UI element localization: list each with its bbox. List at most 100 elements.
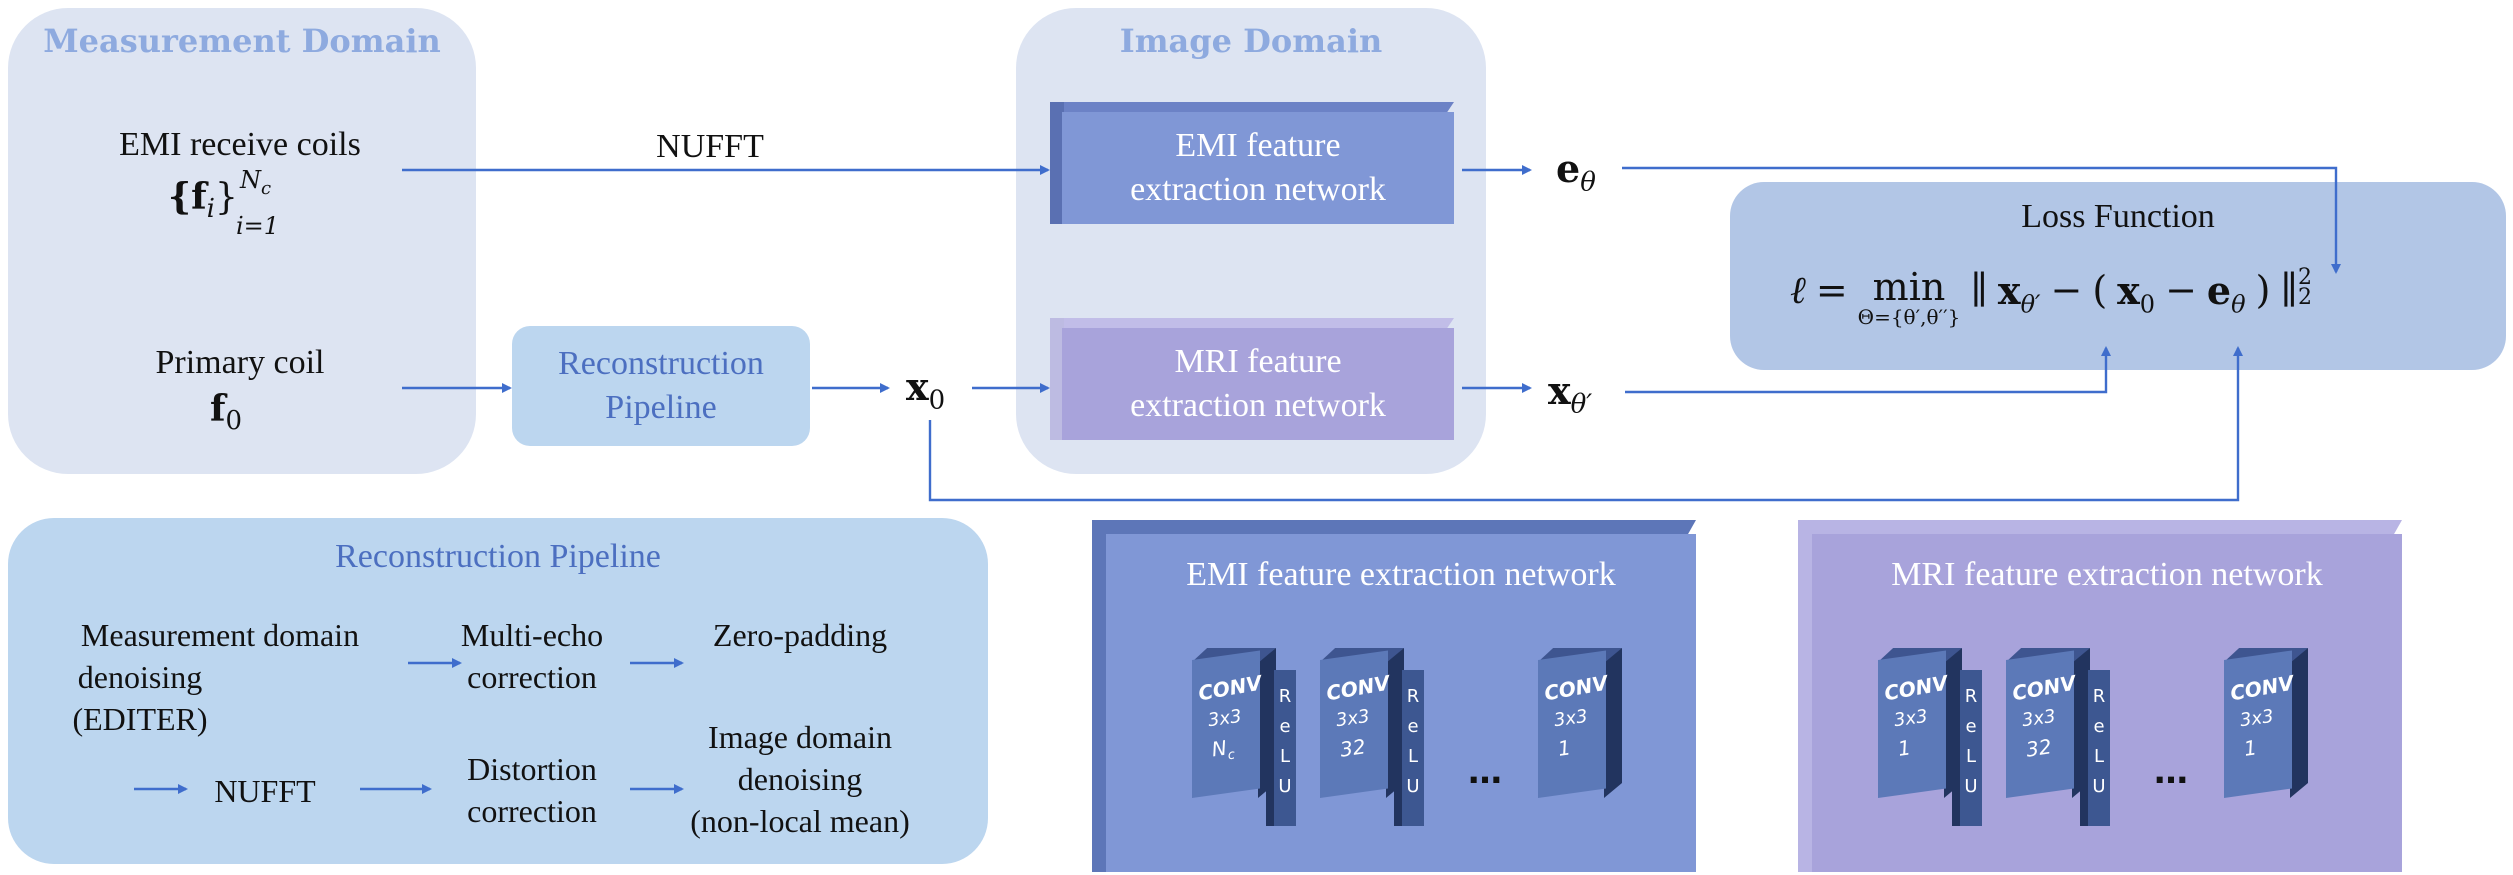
step-zero-padding: Zero-padding bbox=[712, 617, 888, 653]
emi-coils-symbol: {fi} bbox=[168, 176, 238, 225]
mri-relu-side-2 bbox=[2080, 666, 2090, 826]
emi-channel-label-1: Nc bbox=[1210, 735, 1236, 764]
mri-relu-letter-1-3: L bbox=[1965, 746, 1977, 767]
measurement-domain-title: Measurement Domain bbox=[43, 22, 441, 60]
emi-box-line2: extraction network bbox=[1130, 171, 1386, 208]
mri-conv-block-3 bbox=[2224, 648, 2308, 798]
emi-coils-label: EMI receive coils bbox=[119, 126, 361, 163]
step-image-domain-line3: (non-local mean) bbox=[690, 803, 910, 839]
mri-relu-letter-2-1: R bbox=[2092, 686, 2106, 707]
loss-x0: x0 bbox=[2117, 268, 2156, 319]
reconstruction-pipeline-box: Reconstruction Pipeline bbox=[512, 326, 810, 446]
mri-detail-side-face bbox=[1798, 520, 1814, 872]
arrow-x-theta-prime-to-loss bbox=[1625, 346, 2111, 394]
step-measurement-domain-line3: (EDITER) bbox=[72, 701, 208, 737]
loss-paren-close: ) bbox=[2255, 268, 2271, 312]
mri-relu-letter-1-2: e bbox=[1965, 716, 1977, 737]
measurement-domain-panel bbox=[8, 8, 476, 474]
loss-minus-1: − bbox=[2050, 268, 2083, 312]
emi-relu-letter-2-4: U bbox=[1406, 776, 1420, 797]
arrow-e-theta-to-loss bbox=[1622, 166, 2341, 274]
emi-box-line1: EMI feature bbox=[1175, 127, 1341, 164]
emi-relu-letter-2-1: R bbox=[1406, 686, 1420, 707]
emi-box-side-face bbox=[1050, 102, 1064, 224]
step-image-domain-line1: Image domain bbox=[708, 719, 892, 755]
mri-relu-letter-1-4: U bbox=[1964, 776, 1978, 797]
mri-relu-block-2 bbox=[2080, 666, 2112, 826]
mri-channel-label-2: 32 bbox=[2024, 734, 2053, 762]
emi-box-top-face bbox=[1050, 102, 1454, 114]
loss-eq: = bbox=[1815, 268, 1848, 312]
emi-relu-block-2 bbox=[1394, 666, 1426, 826]
mri-relu-letter-2-3: L bbox=[2093, 746, 2105, 767]
emi-coils-superscript: Nc bbox=[240, 166, 272, 199]
arrow-x0-to-loss bbox=[928, 346, 2243, 502]
step-image-domain-line2: denoising bbox=[737, 761, 863, 797]
step-nufft: NUFFT bbox=[214, 773, 316, 809]
emi-relu-block-1 bbox=[1266, 666, 1298, 826]
e-theta-symbol: eθ bbox=[1556, 146, 1596, 198]
step-distortion-line1: Distortion bbox=[467, 751, 597, 787]
loss-x-theta: xθ′ bbox=[1997, 268, 2041, 319]
mri-box-top-face bbox=[1050, 318, 1454, 330]
emi-relu-front-1 bbox=[1274, 670, 1296, 826]
loss-equation: ℓ = min Θ={θ′,θ′′} ∥ xθ′ − ( x0 − eθ ) ∥… bbox=[1790, 265, 2312, 329]
loss-min: min Θ={θ′,θ′′} bbox=[1857, 265, 1961, 329]
recon-box-line2: Pipeline bbox=[605, 389, 717, 426]
mri-box-side-face bbox=[1050, 318, 1064, 440]
emi-conv-side-3 bbox=[1604, 648, 1622, 798]
mri-box-line2: extraction network bbox=[1130, 387, 1386, 424]
emi-relu-letter-1-2: e bbox=[1279, 716, 1291, 737]
mri-relu-front-1 bbox=[1960, 670, 1982, 826]
x0-symbol: x0 bbox=[906, 364, 946, 416]
emi-conv-block-3 bbox=[1538, 648, 1622, 798]
emi-relu-side-1 bbox=[1266, 666, 1276, 826]
emi-ellipsis: … bbox=[1468, 752, 1502, 792]
step-measurement-domain-line1: Measurement domain bbox=[80, 617, 360, 653]
mri-detail-top-face bbox=[1798, 520, 2402, 536]
step-measurement-domain-line2: denoising bbox=[77, 659, 203, 695]
mri-box-front-face: MRI feature extraction network bbox=[1062, 328, 1454, 440]
loss-paren-open: ( bbox=[2092, 268, 2108, 312]
step-distortion-line2: correction bbox=[467, 793, 597, 829]
loss-function-title: Loss Function bbox=[2021, 198, 2215, 235]
loss-minus-2: − bbox=[2165, 268, 2197, 312]
nufft-label: NUFFT bbox=[656, 128, 764, 165]
mri-ellipsis: … bbox=[2154, 752, 2188, 792]
mri-relu-side-1 bbox=[1952, 666, 1962, 826]
mri-relu-front-2 bbox=[2088, 670, 2110, 826]
emi-box-front-face: EMI feature extraction network bbox=[1062, 112, 1454, 224]
primary-coil-symbol: f0 bbox=[210, 388, 243, 437]
emi-relu-letter-1-1: R bbox=[1278, 686, 1292, 707]
loss-ell: ℓ bbox=[1790, 268, 1806, 312]
emi-detail-side-face bbox=[1092, 520, 1108, 872]
mri-relu-letter-2-4: U bbox=[2092, 776, 2106, 797]
step-multi-echo-line2: correction bbox=[467, 659, 597, 695]
mri-relu-letter-1-1: R bbox=[1964, 686, 1978, 707]
recon-box-line1: Reconstruction bbox=[558, 345, 764, 382]
emi-relu-front-2 bbox=[1402, 670, 1424, 826]
mri-conv-side-3 bbox=[2290, 648, 2308, 798]
emi-network-detail-title: EMI feature extraction network bbox=[1186, 556, 1616, 593]
emi-relu-letter-1-3: L bbox=[1279, 746, 1291, 767]
emi-coils-subscript: i=1 bbox=[236, 212, 280, 240]
emi-feature-network-box: EMI feature extraction network bbox=[1050, 102, 1454, 224]
emi-relu-letter-2-2: e bbox=[1407, 716, 1419, 737]
mri-relu-letter-2-2: e bbox=[2093, 716, 2105, 737]
mri-feature-network-box: MRI feature extraction network bbox=[1050, 318, 1454, 440]
mri-network-detail-title: MRI feature extraction network bbox=[1891, 556, 2323, 593]
emi-detail-top-face bbox=[1092, 520, 1696, 536]
loss-norm-open: ∥ bbox=[1970, 268, 1988, 312]
emi-channel-label-2: 32 bbox=[1338, 734, 1367, 762]
reconstruction-pipeline-panel-title: Reconstruction Pipeline bbox=[335, 538, 661, 575]
emi-relu-letter-1-4: U bbox=[1278, 776, 1292, 797]
mri-box-line1: MRI feature bbox=[1174, 343, 1342, 380]
mri-relu-block-1 bbox=[1952, 666, 1984, 826]
reconstruction-pipeline-panel bbox=[8, 518, 988, 864]
loss-function-panel bbox=[1730, 182, 2506, 370]
primary-coil-label: Primary coil bbox=[155, 344, 325, 381]
step-multi-echo-line1: Multi-echo bbox=[460, 617, 604, 653]
loss-e-theta: eθ bbox=[2206, 268, 2246, 319]
